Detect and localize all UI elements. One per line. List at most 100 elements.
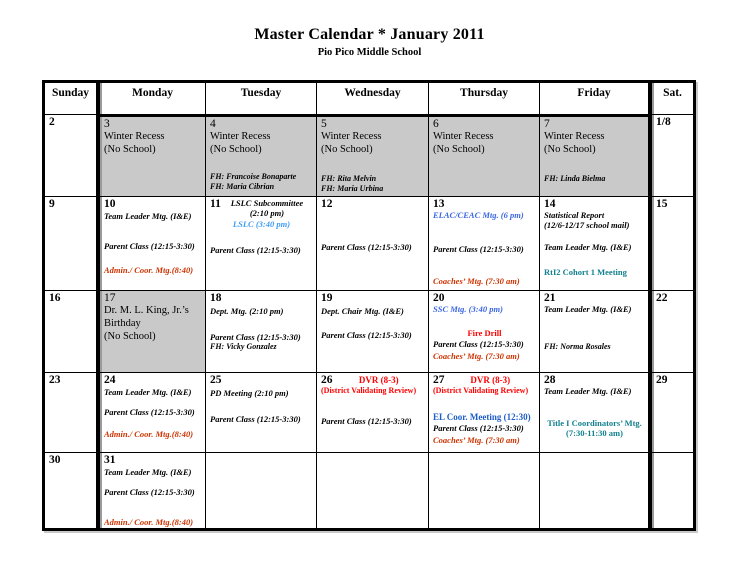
event-text: Dept. Chair Mtg. (I&E) [321, 306, 404, 317]
day-number: 24 [104, 374, 116, 386]
day-number-line: 9 [49, 198, 93, 210]
day-number: 16 [49, 292, 61, 304]
weekday-header-friday: Friday [539, 83, 648, 114]
event-text: SSC Mtg. (3:40 pm) [433, 304, 503, 315]
calendar-cell-29: 29 [648, 372, 693, 452]
weekday-header-tuesday: Tuesday [205, 83, 316, 114]
event-text: Fire Drill [467, 328, 502, 339]
day-number: 26 [321, 374, 333, 386]
day-number-line: 28 [544, 374, 645, 386]
day-number-line: 18 [210, 292, 313, 304]
event-text: Parent Class (12:15-3:30) [104, 487, 195, 498]
day-number: 10 [104, 198, 116, 210]
day-number: 13 [433, 198, 445, 210]
day-number-line: 17 [104, 292, 202, 304]
event-text: Parent Class (12:15-3:30) [210, 414, 301, 425]
event-text: Admin./ Coor. Mtg.(8:40) [104, 517, 194, 528]
event-text: Dept. Mtg. (2:10 pm) [210, 306, 284, 317]
day-number-line: 25 [210, 374, 313, 386]
day-number-line: 12 [321, 198, 425, 210]
event-text: Dr. M. L. King, Jr.’s [104, 305, 189, 317]
event-text: FH: Francoise Bonaparte [210, 172, 297, 182]
event-text: FH: Maria Cibrian [210, 181, 275, 191]
day-number-line: 22 [656, 292, 690, 304]
calendar-title: Master Calendar * January 2011 [254, 26, 485, 43]
event-text: (12/6-12/17 school mail) [544, 220, 630, 231]
event-text: (7:30-11:30 am) [566, 428, 623, 439]
event-text: Parent Class (12:15-3:30) [433, 244, 524, 255]
event-text: Parent Class (12:15-3:30) [210, 332, 301, 343]
event-text: Team Leader Mtg. (I&E) [544, 304, 632, 315]
title-block: Master Calendar * January 2011 Pio Pico … [0, 0, 739, 58]
calendar-cell-empty [428, 452, 539, 528]
event-text: Admin./ Coor. Mtg.(8:40) [104, 265, 194, 276]
day-number: 29 [656, 374, 668, 386]
event-text: (No School) [321, 144, 373, 156]
event-text: Admin./ Coor. Mtg.(8:40) [104, 429, 194, 440]
event-text: Team Leader Mtg. (I&E) [544, 242, 632, 253]
day-number: 2 [49, 116, 55, 128]
event-text: Parent Class (12:15-3:30) [104, 241, 195, 252]
day-number-line: 3 [104, 118, 202, 130]
event-text: (District Validating Review) [321, 386, 417, 396]
day-number-line: 21 [544, 292, 645, 304]
day-number: 20 [433, 292, 445, 304]
event-text: (No School) [210, 144, 262, 156]
event-text: FH: Linda Bielma [544, 174, 606, 184]
calendar-cell-empty [205, 452, 316, 528]
event-text: DVR (8-3) [358, 375, 399, 385]
event-text: (No School) [433, 144, 485, 156]
calendar-cell-empty [316, 452, 428, 528]
event-text: Parent Class (12:15-3:30) [433, 423, 524, 434]
calendar-cell-1-8: 1/8 [648, 114, 693, 196]
day-number: 1/8 [656, 116, 671, 128]
day-number-line: 2 [49, 116, 93, 128]
event-text: Coaches’ Mtg. (7:30 am) [433, 350, 520, 361]
day-number: 23 [49, 374, 61, 386]
day-number: 11 [210, 198, 221, 210]
event-text: FH: Vicky Gonzalez [210, 342, 277, 352]
event-text: FH: Norma Rosales [544, 342, 611, 352]
day-number: 22 [656, 292, 668, 304]
event-text: FH: Maria Urbina [321, 183, 384, 193]
day-number-line: 15 [656, 198, 690, 210]
day-number-line: 7 [544, 118, 645, 130]
day-number-line: 14 [544, 198, 645, 210]
calendar-cell-2: 2 [45, 114, 96, 196]
day-number-line: 6 [433, 118, 536, 130]
day-number: 6 [433, 118, 439, 130]
event-text: Team Leader Mtg. (I&E) [104, 211, 192, 222]
day-number: 28 [544, 374, 556, 386]
event-text: Team Leader Mtg. (I&E) [104, 387, 192, 398]
day-number-line: 16 [49, 292, 93, 304]
event-text: Team Leader Mtg. (I&E) [544, 386, 632, 397]
calendar-cell-16: 16 [45, 290, 96, 372]
event-text: Birthday [104, 318, 141, 330]
event-text: PD Meeting (2:10 pm) [210, 388, 289, 399]
event-text: (No School) [104, 331, 156, 343]
event-text: Parent Class (12:15-3:30) [321, 330, 412, 341]
day-number: 12 [321, 198, 333, 210]
weekday-header-wednesday: Wednesday [316, 83, 428, 114]
event-text: Coaches’ Mtg. (7:30 am) [433, 434, 520, 445]
calendar-cell-empty [539, 452, 648, 528]
